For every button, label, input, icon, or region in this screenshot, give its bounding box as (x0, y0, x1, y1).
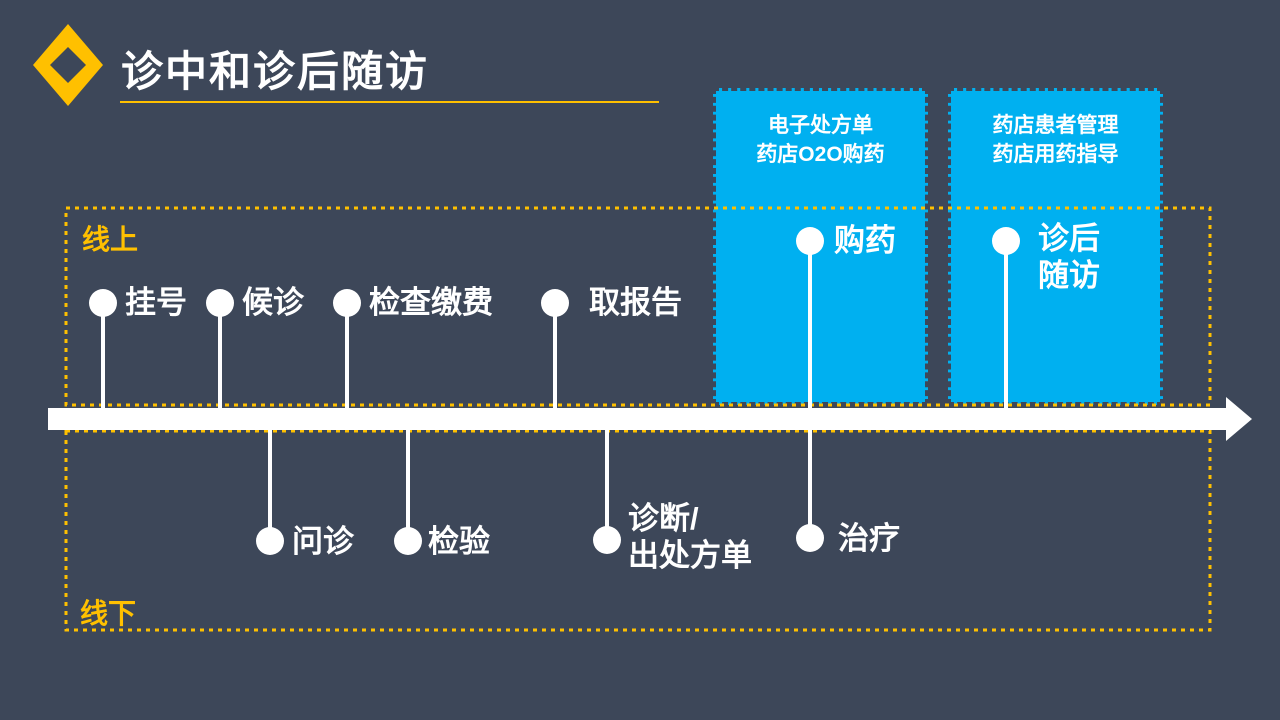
timeline-label: 挂号 (125, 285, 187, 320)
online-region-label: 线上 (82, 224, 139, 255)
connector-line (808, 241, 812, 408)
offline-region-label: 线下 (80, 598, 137, 629)
connector-line (218, 303, 222, 408)
timeline-arrow-shaft (48, 408, 1226, 430)
timeline-label: 问诊 (292, 524, 354, 559)
timeline-dot (333, 289, 361, 317)
timeline-label: 检查缴费 (369, 285, 493, 320)
timeline-label: 候诊 (242, 285, 304, 320)
timeline-dot (796, 524, 824, 552)
connector-line (808, 430, 812, 538)
timeline-label: 购药 (834, 223, 896, 258)
timeline-dot (593, 526, 621, 554)
callout-eprescription-text: 电子处方单 药店O2O购药 (756, 114, 885, 166)
connector-line (101, 303, 105, 408)
timeline-label: 诊后 随访 (1038, 221, 1100, 293)
timeline-dot (394, 527, 422, 555)
connector-line (1004, 241, 1008, 408)
timeline-dot (796, 227, 824, 255)
timeline-dot (89, 289, 117, 317)
timeline-label: 诊断/ 出处方单 (628, 501, 752, 573)
page-title: 诊中和诊后随访 (121, 48, 430, 95)
timeline-label: 治疗 (838, 521, 900, 556)
connector-line (268, 430, 272, 541)
timeline-dot (256, 527, 284, 555)
connector-line (553, 303, 557, 408)
connector-line (345, 303, 349, 408)
timeline-dot (992, 227, 1020, 255)
connector-line (406, 430, 410, 541)
connector-line (605, 430, 609, 540)
callout-pharmacy-management-text: 药店患者管理 药店用药指导 (992, 114, 1119, 166)
timeline-arrow-head-icon (1226, 397, 1252, 441)
timeline-label: 取报告 (589, 285, 682, 320)
timeline-dot (206, 289, 234, 317)
timeline-label: 检验 (428, 524, 490, 559)
title-underline (120, 101, 659, 103)
timeline-dot (541, 289, 569, 317)
diamond-icon (33, 24, 103, 106)
